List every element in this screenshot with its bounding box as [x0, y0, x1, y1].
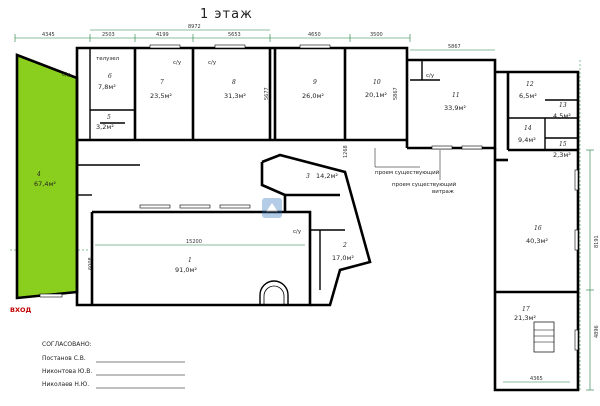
room-area: 3,2м² — [96, 123, 114, 131]
room-area: 67,4м² — [34, 180, 56, 188]
room-num: 12 — [526, 81, 534, 88]
room-num: 3 — [306, 173, 310, 180]
dim-15200: 15200 — [186, 239, 202, 245]
room-area: 40,3м² — [526, 237, 548, 245]
opening-note-2: проем существующий — [392, 181, 457, 188]
top-dimensions: 8972 4345 2503 4199 5653 4650 3500 5867 — [14, 24, 495, 51]
windows — [139, 44, 579, 351]
dim-2503: 2503 — [102, 32, 115, 38]
entry-label: ВХОД — [10, 306, 31, 314]
room-num: 6 — [108, 73, 112, 80]
room-area: 4,5м² — [553, 112, 571, 120]
dim-5653: 5653 — [228, 32, 241, 38]
signer-3: Николаев Н.Ю. — [42, 381, 89, 388]
room-area: 2,3м² — [553, 151, 571, 159]
room-labels: 1 91,0м² 2 17,0м² 3 14,2м² 4 67,4м² 5 3,… — [34, 56, 571, 322]
wc-label: с/у — [62, 72, 71, 78]
opening-note-1: проем существующий — [375, 169, 440, 176]
room-area: 31,3м² — [224, 92, 246, 100]
room-area: 21,3м² — [514, 314, 536, 322]
wc-label: с/у — [293, 229, 302, 235]
room-area: 33,9м² — [444, 104, 466, 112]
room-area: 9,4м² — [518, 136, 536, 144]
room-area: 91,0м² — [175, 266, 197, 274]
room-num: 13 — [559, 102, 567, 109]
room-num: 4 — [36, 171, 41, 178]
dim-5867: 5867 — [448, 44, 461, 50]
room-area: 23,5м² — [150, 92, 172, 100]
room-num: 10 — [373, 79, 381, 86]
room-num: 7 — [160, 79, 164, 86]
room-num: 17 — [522, 306, 530, 313]
room-4-highlight — [15, 53, 79, 300]
dim-4345: 4345 — [42, 32, 55, 38]
room-num: 9 — [313, 79, 317, 86]
room-num: 1 — [188, 257, 192, 264]
dim-4199: 4199 — [156, 32, 169, 38]
dim-1268: 1268 — [343, 145, 349, 158]
room-num: 15 — [559, 141, 567, 148]
approval-block: СОГЛАСОВАНО: Постанов С.В. Никонтова Ю.В… — [42, 341, 185, 389]
wc-label: с/у — [208, 60, 217, 66]
room-area: 17,0м² — [332, 254, 354, 262]
signer-2: Никонтова Ю.В. — [42, 368, 92, 375]
room-area: 20,1м² — [365, 91, 387, 99]
dim-4650: 4650 — [308, 32, 321, 38]
floor-title: 1 этаж — [200, 7, 253, 22]
dim-4896: 4896 — [594, 325, 600, 338]
signer-1: Постанов С.В. — [42, 355, 86, 362]
approval-heading: СОГЛАСОВАНО: — [42, 341, 92, 348]
room-num: 11 — [452, 92, 460, 99]
watermark-logo — [262, 198, 282, 218]
room-area: 26,0м² — [302, 92, 324, 100]
telnode-label: телузел — [96, 56, 120, 62]
dim-5677: 5677 — [264, 87, 270, 100]
room-num: 8 — [232, 79, 236, 86]
dim-8972: 8972 — [188, 24, 201, 30]
room-num: 5 — [107, 114, 111, 121]
room-num: 14 — [524, 125, 532, 132]
entry-marker: ВХОД — [10, 293, 63, 314]
wc-labels: с/у с/у с/у с/у с/у — [62, 60, 435, 235]
dim-4365: 4365 — [530, 376, 543, 382]
room-area: 6,5м² — [519, 92, 537, 100]
dim-8191: 8191 — [594, 235, 600, 248]
room-area: 14,2м² — [316, 172, 338, 180]
hall-dimension: 15200 4365 — [95, 239, 570, 383]
room-num: 16 — [534, 225, 542, 232]
wc-label: с/у — [173, 60, 182, 66]
room-area: 7,8м² — [98, 83, 116, 91]
dim-3500: 3500 — [370, 32, 383, 38]
opening-note-2b: витраж — [432, 189, 454, 195]
wc-label: с/у — [426, 73, 435, 79]
dim-5867-v: 5867 — [393, 87, 399, 100]
room-num: 2 — [342, 242, 347, 249]
opening-notes: проем существующий проем существующий ви… — [374, 148, 457, 195]
